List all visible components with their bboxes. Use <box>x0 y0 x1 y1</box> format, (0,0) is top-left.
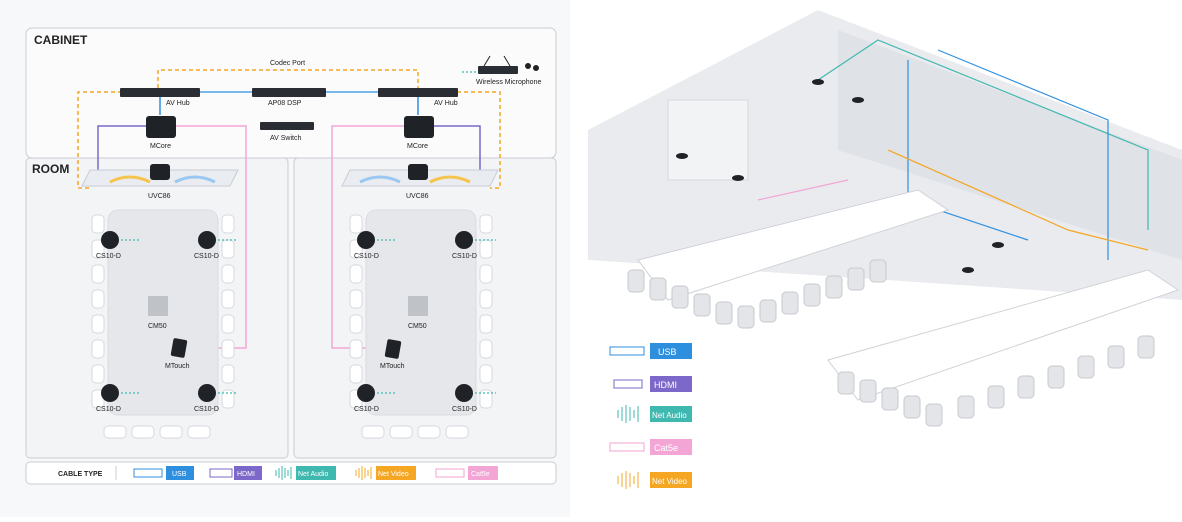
mcore-right-label: MCore <box>407 143 428 150</box>
mtouch-right-label: MTouch <box>380 363 405 370</box>
cs10d-right-3-label: CS10-D <box>354 406 379 413</box>
render-back-wall <box>838 30 1182 260</box>
cm50-left <box>148 296 168 316</box>
legend-net-audio-label: Net Audio <box>298 471 328 478</box>
render-ceiling-mic-6 <box>962 267 974 273</box>
render-legend-usb-label: USB <box>658 347 677 357</box>
cs10d-right-3 <box>357 384 375 402</box>
av-switch-label: AV Switch <box>270 135 301 142</box>
wireless-mic-label: Wireless Microphone <box>476 79 541 86</box>
hdmi-right-line <box>434 125 481 172</box>
render-ceiling-mic-4 <box>852 97 864 103</box>
hdmi-left-line <box>97 125 148 172</box>
cs10d-left-3-label: CS10-D <box>96 406 121 413</box>
room-render: USB HDMI Net Audio Cat5e Net V <box>588 0 1182 517</box>
render-cat5e-icon <box>609 442 645 452</box>
render-legend-net-audio-label: Net Audio <box>652 411 687 420</box>
net-video-right-line <box>450 91 501 189</box>
render-svg: USB HDMI Net Audio Cat5e Net V <box>588 10 1182 517</box>
av-switch: AV Switch <box>260 122 314 142</box>
render-legend-usb: USB <box>609 343 692 359</box>
legend-hdmi-badge <box>234 466 262 480</box>
cs10d-right-2-label: CS10-D <box>452 253 477 260</box>
right-room: UVC86 CS10-D CS10-D CS10-D CS10-D CM50 <box>341 164 499 439</box>
legend-net-video-label: Net Video <box>378 471 409 478</box>
cs10d-left-2 <box>198 231 216 249</box>
cs10d-right-4-label: CS10-D <box>452 406 477 413</box>
cs10d-right-1 <box>357 231 375 249</box>
legend-net-video-icon <box>355 466 372 480</box>
left-room: UVC86 CS10-D CS10-D CS10-D CS10-D CM <box>81 164 239 439</box>
dsp-label: AP08 DSP <box>268 100 302 107</box>
uvc86-left-camera <box>150 164 170 180</box>
render-whiteboard <box>667 99 749 181</box>
mtouch-left <box>170 338 188 358</box>
render-ceiling-mic-5 <box>992 242 1004 248</box>
render-legend-net-video: Net Video <box>617 471 692 489</box>
cabinet-title: CABINET <box>34 33 88 47</box>
render-ceiling-mic-1 <box>676 153 688 159</box>
render-legend-hdmi: HDMI <box>613 376 692 392</box>
render-legend-cat5e-label: Cat5e <box>654 443 678 453</box>
legend-usb-label: USB <box>172 471 187 478</box>
legend-cat5e-icon <box>435 468 465 478</box>
render-legend: USB HDMI Net Audio Cat5e Net V <box>609 343 692 489</box>
av-hub-right: AV Hub <box>378 88 458 107</box>
render-hdmi-icon <box>613 379 643 389</box>
mtouch-right <box>384 339 402 359</box>
legend-net-audio-badge <box>296 466 336 480</box>
uvc86-right-label: UVC86 <box>406 193 429 200</box>
legend-hdmi-label: HDMI <box>237 471 255 478</box>
render-legend-net-video-label: Net Video <box>652 477 688 486</box>
codec-port-label: Codec Port <box>270 60 305 67</box>
legend-net-video-badge <box>376 466 416 480</box>
uvc86-left-label: UVC86 <box>148 193 171 200</box>
mcore-left: MCore <box>146 116 176 150</box>
cs10d-left-1-label: CS10-D <box>96 253 121 260</box>
wireless-microphone: Wireless Microphone <box>462 55 541 86</box>
av-hub-right-label: AV Hub <box>434 100 458 107</box>
cs10d-right-2 <box>455 231 473 249</box>
cs10d-left-4-label: CS10-D <box>194 406 219 413</box>
mtouch-left-label: MTouch <box>165 363 190 370</box>
legend-hdmi-icon <box>209 468 233 478</box>
cs10d-right-4 <box>455 384 473 402</box>
cs10d-right-1-label: CS10-D <box>354 253 379 260</box>
cs10d-left-4 <box>198 384 216 402</box>
mcore-left-label: MCore <box>150 143 171 150</box>
legend-net-audio-icon <box>275 466 292 480</box>
render-legend-hdmi-label: HDMI <box>654 380 677 390</box>
cm50-left-label: CM50 <box>148 323 167 330</box>
net-video-left-line <box>77 91 122 189</box>
cs10d-left-2-label: CS10-D <box>194 253 219 260</box>
codec-port-line <box>157 69 419 88</box>
av-hub-left: AV Hub <box>120 88 200 107</box>
schematic-svg: CABINET ROOM Codec Port AV Hub AP08 DSP … <box>25 27 557 485</box>
render-net-video-icon <box>617 471 639 489</box>
render-legend-cat5e: Cat5e <box>609 439 692 455</box>
cs10d-left-3 <box>101 384 119 402</box>
legend-cat5e-badge <box>468 466 498 480</box>
cm50-right <box>408 296 428 316</box>
render-usb-icon <box>609 346 645 356</box>
cs10d-left-1 <box>101 231 119 249</box>
legend-usb-icon <box>133 468 163 478</box>
av-hub-left-label: AV Hub <box>166 100 190 107</box>
uvc86-right-camera <box>408 164 428 180</box>
render-ceiling-mic-3 <box>812 79 824 85</box>
render-legend-net-audio: Net Audio <box>617 405 692 423</box>
schematic-diagram: CABINET ROOM Codec Port AV Hub AP08 DSP … <box>0 0 570 517</box>
render-net-audio-icon <box>617 405 639 423</box>
ap08-dsp: AP08 DSP <box>252 88 326 107</box>
room-title: ROOM <box>32 162 69 176</box>
legend-usb-badge <box>166 466 194 480</box>
render-ceiling-mic-2 <box>732 175 744 181</box>
mcore-right: MCore <box>404 116 434 150</box>
cm50-right-label: CM50 <box>408 323 427 330</box>
cable-type-title: CABLE TYPE <box>58 471 103 478</box>
legend-cat5e-label: Cat5e <box>471 471 490 478</box>
